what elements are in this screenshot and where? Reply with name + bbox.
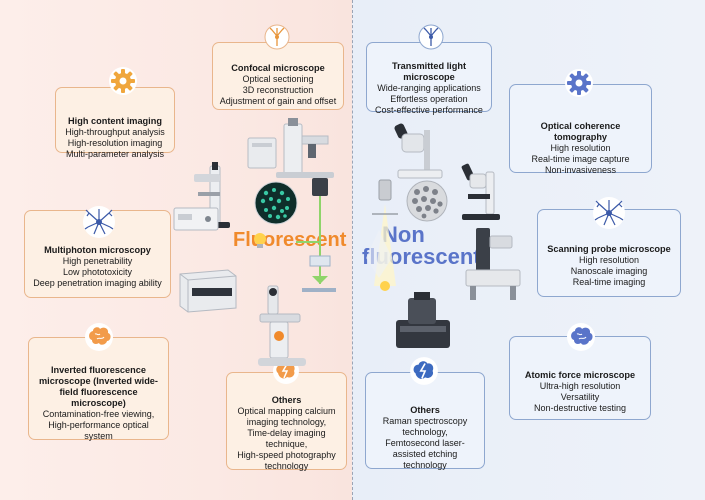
brain-lightning-icon — [410, 357, 438, 385]
neuron-icon — [418, 24, 444, 50]
oct-line-1: High resolution — [550, 143, 611, 153]
multiphoton-line-1: High penetrability — [62, 256, 133, 266]
others-right-line-4: assisted etching technology — [392, 449, 458, 470]
center-divider — [352, 0, 353, 500]
afm-line-2: Versatility — [560, 392, 600, 402]
confocal-line-2: 3D reconstruction — [242, 85, 314, 95]
inverted-title: Inverted fluorescence microscope (Invert… — [39, 365, 158, 408]
high-content-title: High content imaging — [68, 116, 162, 126]
transmitted-line-2: Effortless operation — [390, 94, 468, 104]
light-bulb-icon — [254, 233, 266, 248]
others-left-line-5: High-speed photography — [237, 450, 336, 460]
others-right-title: Others — [410, 405, 440, 415]
spm-line-1: High resolution — [578, 255, 640, 265]
high-content-line-2: High-resolution imaging — [67, 138, 163, 148]
confocal-line-3: Adjustment of gain and offset — [219, 96, 337, 106]
others-left-title: Others — [271, 395, 302, 405]
spm-title: Scanning probe microscope — [547, 244, 671, 254]
others-left-line-1: Optical mapping calcium — [237, 406, 336, 416]
scanning-probe-microscope-illustration — [465, 228, 521, 300]
atomic-force-microscope-illustration — [396, 292, 450, 348]
others-right-line-3: Femtosecond laser- — [385, 438, 465, 448]
oct-line-2: Real-time image capture — [531, 154, 630, 164]
multiphoton-line-3: Deep penetration imaging ability — [33, 278, 162, 288]
confocal-microscope-illustration — [247, 118, 334, 178]
high-content-line-1: High-throughput analysis — [65, 127, 165, 137]
neuron-network-icon — [83, 206, 115, 238]
multiphoton-card: Multiphoton microscopy High penetrabilit… — [24, 210, 171, 298]
others-right-line-1: Raman spectroscopy — [382, 416, 468, 426]
inverted-line-1: Contamination-free viewing, — [42, 409, 155, 419]
oct-title: Optical coherence tomography — [540, 121, 621, 142]
afm-line-1: Ultra-high resolution — [539, 381, 621, 391]
confocal-card: Confocal microscope Optical sectioning 3… — [212, 42, 344, 110]
inverted-microscope-illustration — [258, 285, 306, 366]
others-right-line-2: technology, — [402, 427, 448, 437]
oct-line-3: Non-invasiveness — [544, 165, 617, 175]
inverted-card: Inverted fluorescence microscope (Invert… — [28, 337, 169, 441]
multiphoton-laser-unit — [173, 207, 219, 231]
neuron-icon — [264, 24, 290, 50]
oct-card: Optical coherence tomography High resolu… — [509, 84, 652, 175]
fluorescent-cells-image — [254, 181, 298, 225]
inverted-line-2: High-performance optical system — [48, 420, 149, 441]
transmitted-sample-image — [406, 180, 448, 222]
confocal-title: Confocal microscope — [231, 63, 325, 73]
spm-line-3: Real-time imaging — [572, 277, 646, 287]
multiphoton-line-2: Low phototoxicity — [62, 267, 133, 277]
gear-icon — [109, 67, 137, 95]
others-left-line-2: imaging technology, — [246, 417, 327, 427]
others-left-line-3: Time-delay imaging — [247, 428, 326, 438]
confocal-line-1: Optical sectioning — [242, 74, 314, 84]
transmitted-line-3: Cost-effective performance — [375, 105, 483, 115]
down-arrow-icon — [366, 230, 392, 278]
brain-icon — [85, 323, 113, 351]
fluorescence-light-path — [296, 178, 336, 292]
transmitted-title: Transmitted light microscope — [391, 61, 466, 82]
others-left-line-6: technology — [264, 461, 309, 471]
afm-title: Atomic force microscope — [524, 370, 636, 380]
transmitted-line-1: Wide-ranging applications — [377, 83, 481, 93]
afm-line-3: Non-destructive testing — [533, 403, 627, 413]
gear-icon — [565, 69, 593, 97]
neuron-network-icon — [593, 197, 625, 229]
brain-icon — [567, 323, 595, 351]
transmitted-card: Transmitted light microscope Wide-rangin… — [366, 42, 492, 115]
others-left-line-4: technique, — [265, 439, 308, 449]
compound-microscope-illustration — [461, 163, 500, 220]
others-left-card: Others Optical mapping calcium imaging t… — [226, 372, 347, 471]
multiphoton-title: Multiphoton microscopy — [44, 245, 151, 255]
stereo-microscope-illustration — [394, 123, 443, 179]
high-content-imaging-system — [179, 269, 237, 313]
others-right-card: Others Raman spectroscopy technology, Fe… — [365, 372, 485, 470]
high-content-line-3: Multi-parameter analysis — [65, 149, 165, 159]
high-content-card: High content imaging High-throughput ana… — [55, 87, 175, 159]
spm-line-2: Nanoscale imaging — [570, 266, 648, 276]
